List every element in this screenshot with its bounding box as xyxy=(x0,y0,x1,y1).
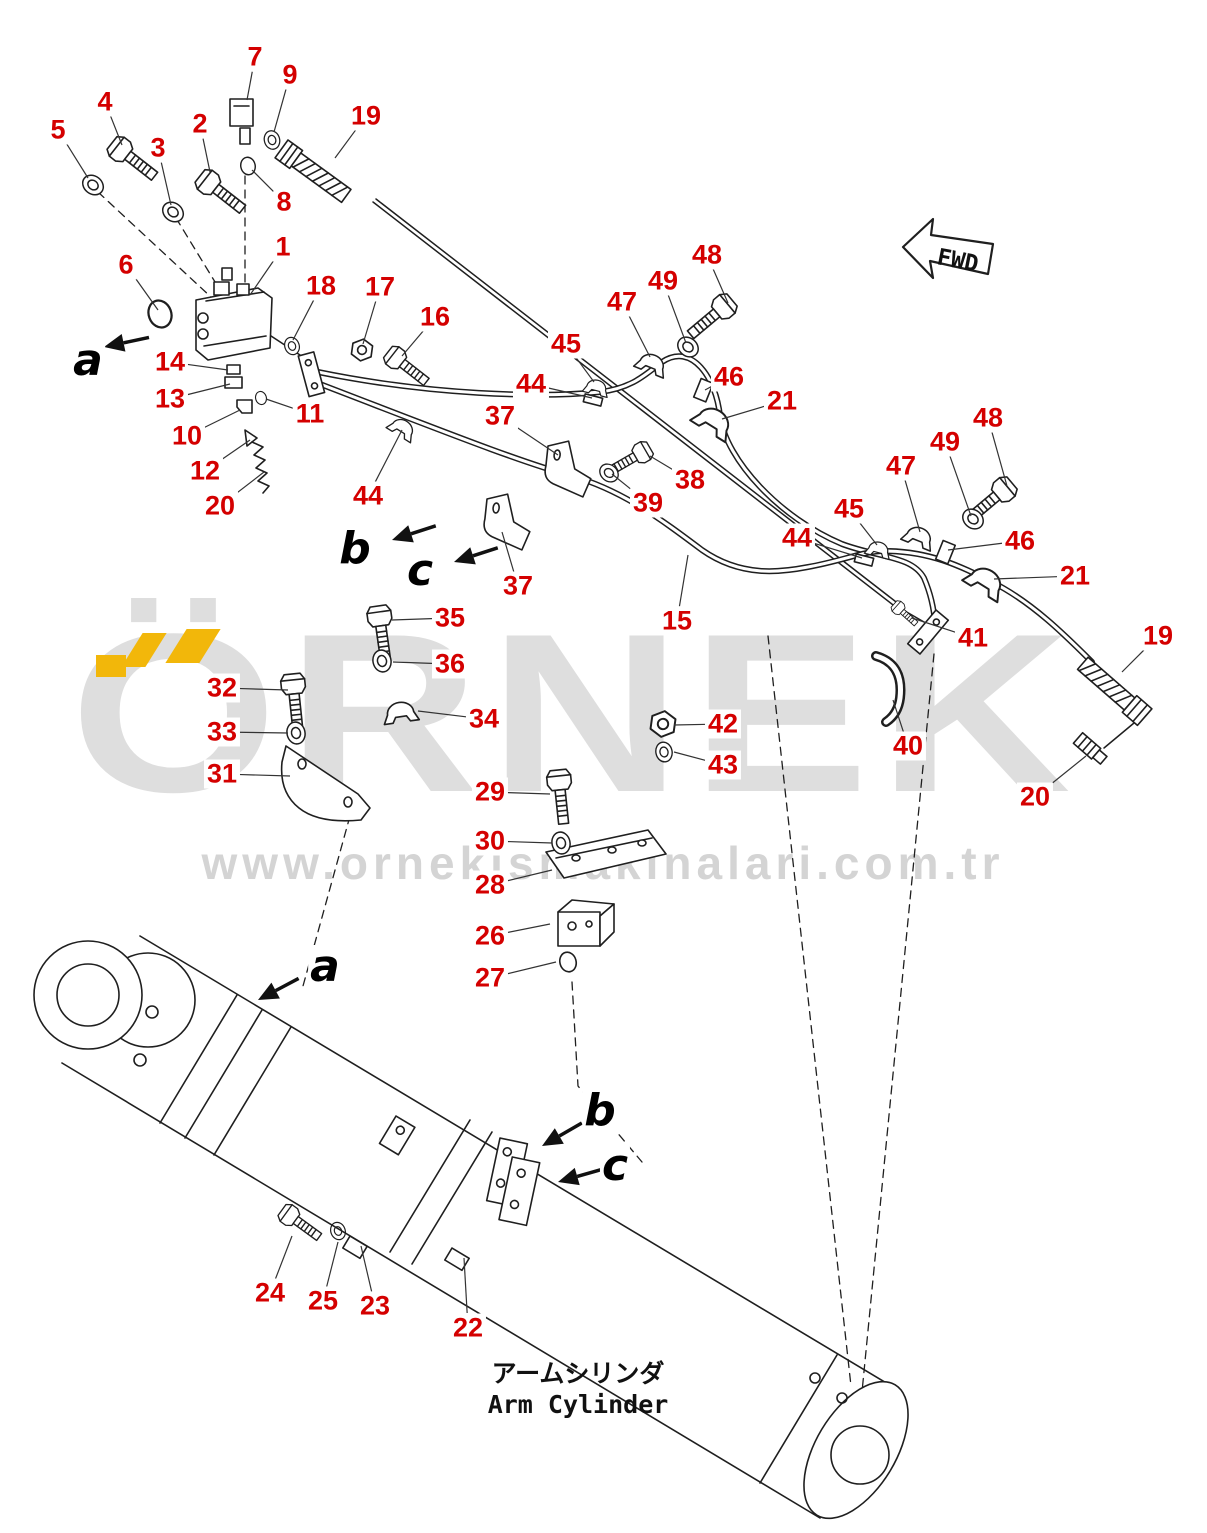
leader-line-13 xyxy=(184,383,231,396)
leader-line-48 xyxy=(712,268,729,304)
view-arrow-b xyxy=(542,1128,564,1146)
bracket-31 xyxy=(280,745,371,822)
clamp-top-plate xyxy=(378,1115,416,1156)
leader-line-18 xyxy=(292,299,315,341)
leader-line-24 xyxy=(274,1235,293,1280)
leader-line-19 xyxy=(334,127,358,159)
view-arrow-tail-c xyxy=(472,546,499,558)
leader-line-44 xyxy=(545,386,593,399)
leader-line-47 xyxy=(628,315,651,358)
view-arrow-c xyxy=(454,547,476,565)
leader-line-7 xyxy=(246,71,253,101)
leader-line-21 xyxy=(721,404,768,420)
leader-line-28 xyxy=(504,869,553,883)
view-arrow-tail-a xyxy=(274,976,300,993)
clamp-22-foot xyxy=(443,1247,470,1272)
leader-line-39 xyxy=(611,473,637,495)
leader-line-5 xyxy=(65,142,89,179)
view-arrow-tail-a xyxy=(123,335,150,345)
leader-line-37 xyxy=(501,531,515,572)
hose-guide-40-inner xyxy=(873,653,903,725)
bracket-28 xyxy=(545,829,667,879)
caption-japanese: アームシリンダ xyxy=(491,1359,665,1388)
leader-line-45 xyxy=(857,520,878,546)
leader-line-31 xyxy=(236,773,291,777)
hose-19-lower xyxy=(1076,656,1153,727)
leader-line-49 xyxy=(667,294,687,344)
leader-line-8 xyxy=(251,169,274,192)
leader-line-32 xyxy=(236,687,289,691)
fitting-20-lower xyxy=(1072,731,1108,765)
leader-line-23 xyxy=(360,1245,373,1292)
leader-line-16 xyxy=(401,328,426,357)
leader-line-21 xyxy=(993,575,1061,580)
view-arrow-tail-b xyxy=(410,524,437,536)
leader-line-26 xyxy=(504,923,551,934)
hose-19-upper xyxy=(274,139,352,204)
leader-line-44 xyxy=(374,429,403,483)
pipe-flange-left xyxy=(297,351,326,398)
leader-line-44 xyxy=(811,541,863,559)
leader-line-35 xyxy=(391,617,436,621)
valve-block-26 xyxy=(557,899,615,947)
leader-line-4 xyxy=(109,115,123,146)
leader-line-14 xyxy=(184,363,229,371)
reference-dashed-lines xyxy=(97,175,935,1393)
leader-line-3 xyxy=(160,162,172,206)
caption-english: Arm Cylinder xyxy=(487,1390,669,1420)
leader-line-33 xyxy=(236,731,289,734)
logo-accent-square xyxy=(96,655,126,677)
view-arrow-tail-c xyxy=(576,1167,603,1179)
view-arrow-c xyxy=(558,1167,580,1186)
leader-line-20 xyxy=(231,471,265,498)
view-arrow-tail-b xyxy=(558,1121,583,1138)
view-arrow-a xyxy=(104,334,126,352)
leader-line-29 xyxy=(504,791,551,795)
leader-line-20 xyxy=(1046,755,1087,789)
leader-line-9 xyxy=(273,89,287,133)
leader-line-11 xyxy=(265,398,296,410)
leader-line-45 xyxy=(574,355,595,383)
bracket-b-c xyxy=(485,1137,541,1227)
leader-line-46 xyxy=(947,542,1006,551)
arm-cylinder xyxy=(33,935,909,1520)
caption-arm-cylinder: アームシリンダ Arm Cylinder xyxy=(488,1358,669,1421)
leader-line-1 xyxy=(249,259,275,296)
leader-line-6 xyxy=(134,276,159,311)
leader-line-49 xyxy=(949,455,972,517)
leader-line-40 xyxy=(892,699,904,732)
plate-46-upper xyxy=(692,377,715,403)
leader-line-17 xyxy=(362,301,377,345)
view-arrow-b xyxy=(392,525,414,543)
view-arrow-a xyxy=(258,982,280,1000)
leader-line-43 xyxy=(673,751,709,762)
pipe-flange-right xyxy=(906,609,950,655)
leader-line-41 xyxy=(911,617,959,634)
clamp-23-foot xyxy=(341,1235,368,1260)
plate-46-lower xyxy=(934,539,957,565)
leader-line-36 xyxy=(392,661,436,665)
leader-line-2 xyxy=(202,138,211,173)
leader-line-42 xyxy=(673,723,709,726)
leader-line-30 xyxy=(504,840,553,844)
leader-line-48 xyxy=(991,432,1008,487)
leader-line-38 xyxy=(649,455,678,473)
leader-line-15 xyxy=(678,554,689,607)
leader-line-37 xyxy=(512,423,559,456)
leader-line-19 xyxy=(1121,646,1148,673)
leader-line-10 xyxy=(200,409,241,430)
spring-20 xyxy=(251,441,270,494)
leader-line-46 xyxy=(704,383,717,391)
leader-line-12 xyxy=(217,439,251,463)
leader-line-34 xyxy=(417,710,470,718)
control-valve xyxy=(195,98,273,414)
leader-line-47 xyxy=(904,480,921,533)
leader-line-25 xyxy=(326,1241,339,1287)
leader-line-22 xyxy=(463,1257,468,1314)
leader-line-27 xyxy=(504,961,557,976)
